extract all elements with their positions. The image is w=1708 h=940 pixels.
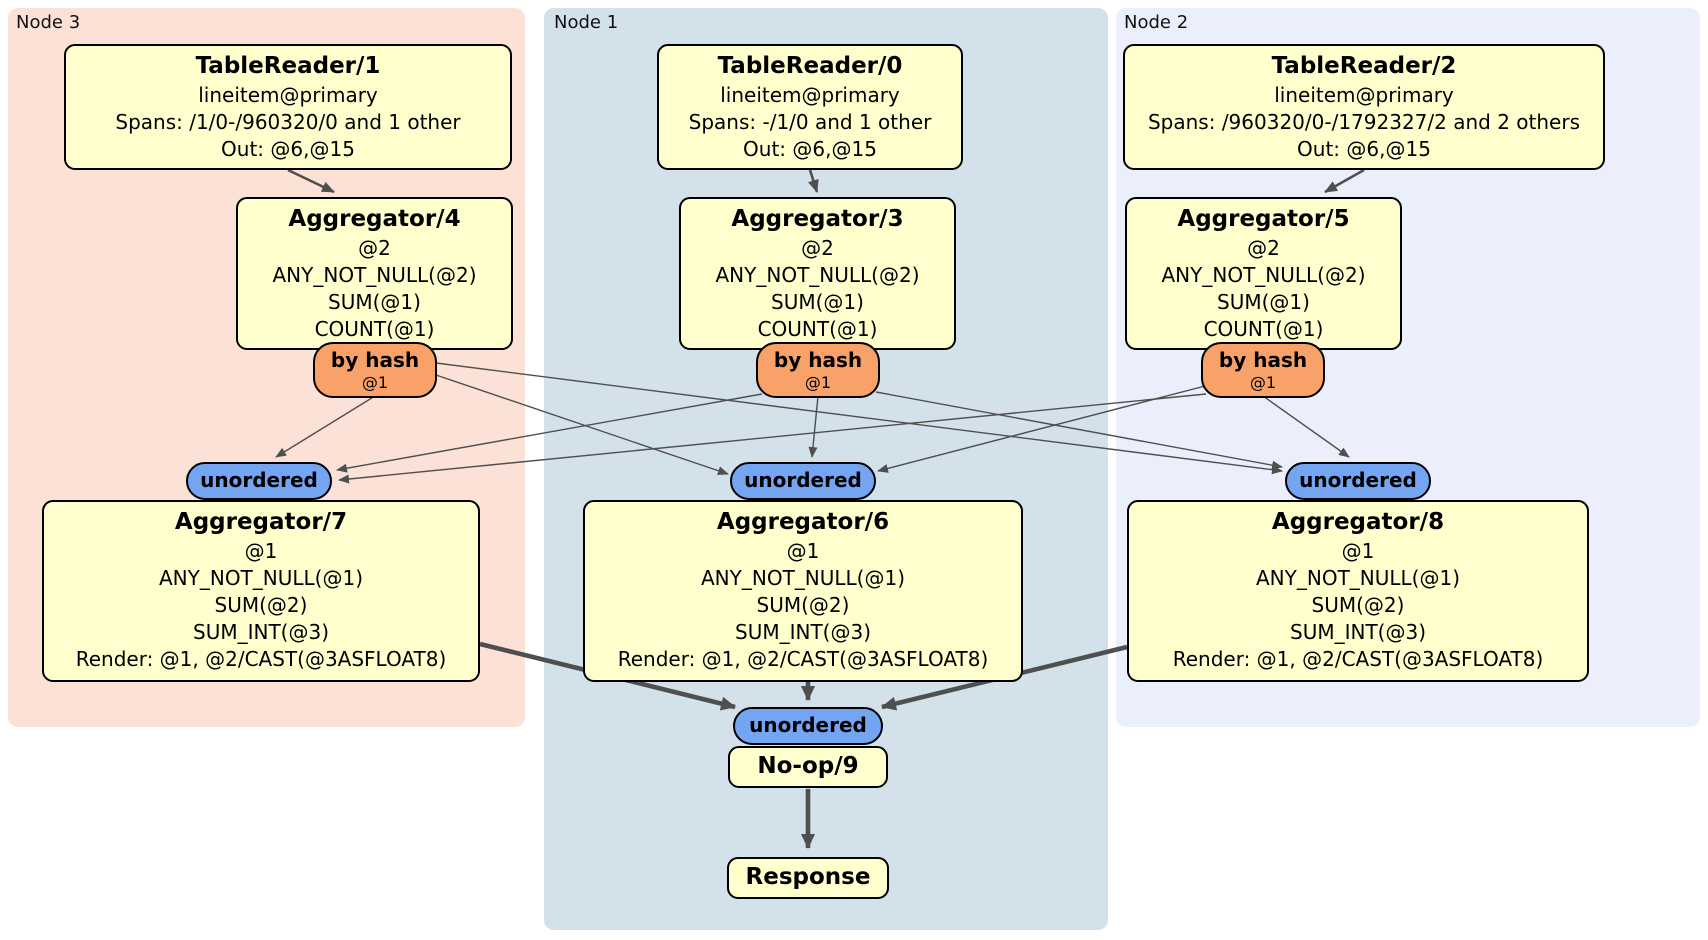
processor-detail: SUM_INT(@3) [735,620,871,644]
processor-detail: SUM(@1) [328,290,421,314]
processor-detail: SUM(@2) [756,593,850,617]
processor-detail: lineitem@primary [1274,83,1454,107]
processor-detail: SUM(@1) [1217,290,1310,314]
edge-tablereader2-aggregator5 [1324,168,1365,194]
processor-aggregator-3: Aggregator/3 @2 ANY_NOT_NULL(@2) SUM(@1)… [679,197,956,350]
processor-detail: COUNT(@1) [757,317,878,341]
group-label-node3: Node 3 [16,12,81,33]
edge-hash5-unordered7 [338,393,1207,484]
processor-title: Aggregator/8 [1271,509,1445,535]
processor-title: Aggregator/5 [1177,206,1350,232]
processor-title: No-op/9 [757,753,859,779]
processor-title: TableReader/2 [1271,53,1457,79]
router-label: by hash [330,348,420,372]
processor-detail: Out: @6,@15 [743,137,877,161]
edge-tablereader0-aggregator3 [808,169,819,193]
edge-hash4-unordered6 [435,374,729,476]
processor-detail: @1 [786,539,820,563]
processor-detail: lineitem@primary [198,83,378,107]
processor-detail: @1 [1341,539,1375,563]
processor-aggregator-7: Aggregator/7 @1 ANY_NOT_NULL(@1) SUM(@2)… [42,500,480,682]
processor-title: Aggregator/3 [731,206,904,232]
router-by-hash-3: by hash @1 [756,342,880,398]
edge-hash4-unordered8 [435,362,1283,475]
processor-detail: @2 [358,236,391,260]
sync-unordered-8: unordered [1285,462,1431,500]
group-label-node1: Node 1 [554,12,619,33]
sync-unordered-7: unordered [186,462,332,500]
processor-tablereader-1: TableReader/1 lineitem@primary Spans: /1… [64,44,512,170]
sync-unordered-6: unordered [730,462,876,500]
processor-detail: SUM(@1) [771,290,864,314]
edge-hash5-unordered8 [1262,395,1350,458]
edge-hash3-unordered8 [875,391,1283,470]
edge-hash5-unordered6 [877,384,1210,473]
sync-unordered-9: unordered [733,707,883,745]
processor-aggregator-4: Aggregator/4 @2 ANY_NOT_NULL(@2) SUM(@1)… [236,197,513,350]
processor-aggregator-6: Aggregator/6 @1 ANY_NOT_NULL(@1) SUM(@2)… [583,500,1023,682]
processor-title: TableReader/1 [195,53,381,79]
processor-title: TableReader/0 [717,53,903,79]
router-detail: @1 [1249,373,1277,392]
processor-detail: SUM(@2) [1311,593,1405,617]
processor-title: Aggregator/7 [174,509,348,535]
processor-title: Aggregator/4 [288,206,461,232]
processor-detail: SUM_INT(@3) [1290,620,1426,644]
processor-detail: COUNT(@1) [314,317,435,341]
processor-detail: ANY_NOT_NULL(@1) [1256,566,1460,590]
processor-detail: Out: @6,@15 [221,137,355,161]
router-detail: @1 [361,373,389,392]
processor-detail: Render: @1, @2/CAST(@3ASFLOAT8) [75,647,447,671]
processor-tablereader-2: TableReader/2 lineitem@primary Spans: /9… [1123,44,1605,170]
edge-hash3-unordered7 [336,393,763,473]
processor-title: Aggregator/6 [716,509,890,535]
processor-detail: COUNT(@1) [1203,317,1324,341]
processor-detail: Render: @1, @2/CAST(@3ASFLOAT8) [617,647,989,671]
processor-aggregator-8: Aggregator/8 @1 ANY_NOT_NULL(@1) SUM(@2)… [1127,500,1589,682]
processor-detail: Spans: -/1/0 and 1 other [688,110,932,134]
edge-tablereader1-aggregator4 [287,168,335,194]
processor-detail: ANY_NOT_NULL(@2) [715,263,920,287]
router-by-hash-5: by hash @1 [1201,342,1325,398]
processor-detail: SUM_INT(@3) [193,620,329,644]
processor-noop-9: No-op/9 [728,746,888,788]
router-by-hash-4: by hash @1 [313,342,437,398]
processor-detail: ANY_NOT_NULL(@2) [1161,263,1366,287]
processor-detail: @2 [801,236,834,260]
edge-hash3-unordered6 [808,395,819,458]
edge-hash4-unordered7 [275,395,376,458]
processor-detail: Render: @1, @2/CAST(@3ASFLOAT8) [1172,647,1544,671]
router-label: by hash [1218,348,1308,372]
processor-detail: @1 [244,539,278,563]
processor-detail: ANY_NOT_NULL(@1) [159,566,363,590]
processor-detail: @2 [1247,236,1280,260]
processor-detail: Spans: /1/0-/960320/0 and 1 other [115,110,461,134]
processor-title: Response [745,864,871,890]
processor-detail: ANY_NOT_NULL(@1) [701,566,905,590]
processor-response: Response [727,857,889,899]
processor-detail: Spans: /960320/0-/1792327/2 and 2 others [1147,110,1580,134]
router-detail: @1 [804,373,832,392]
processor-detail: ANY_NOT_NULL(@2) [272,263,477,287]
processor-detail: SUM(@2) [214,593,308,617]
processor-detail: Out: @6,@15 [1297,137,1431,161]
processor-detail: lineitem@primary [720,83,900,107]
processor-aggregator-5: Aggregator/5 @2 ANY_NOT_NULL(@2) SUM(@1)… [1125,197,1402,350]
group-label-node2: Node 2 [1124,12,1189,33]
router-label: by hash [773,348,863,372]
processor-tablereader-0: TableReader/0 lineitem@primary Spans: -/… [657,44,963,170]
